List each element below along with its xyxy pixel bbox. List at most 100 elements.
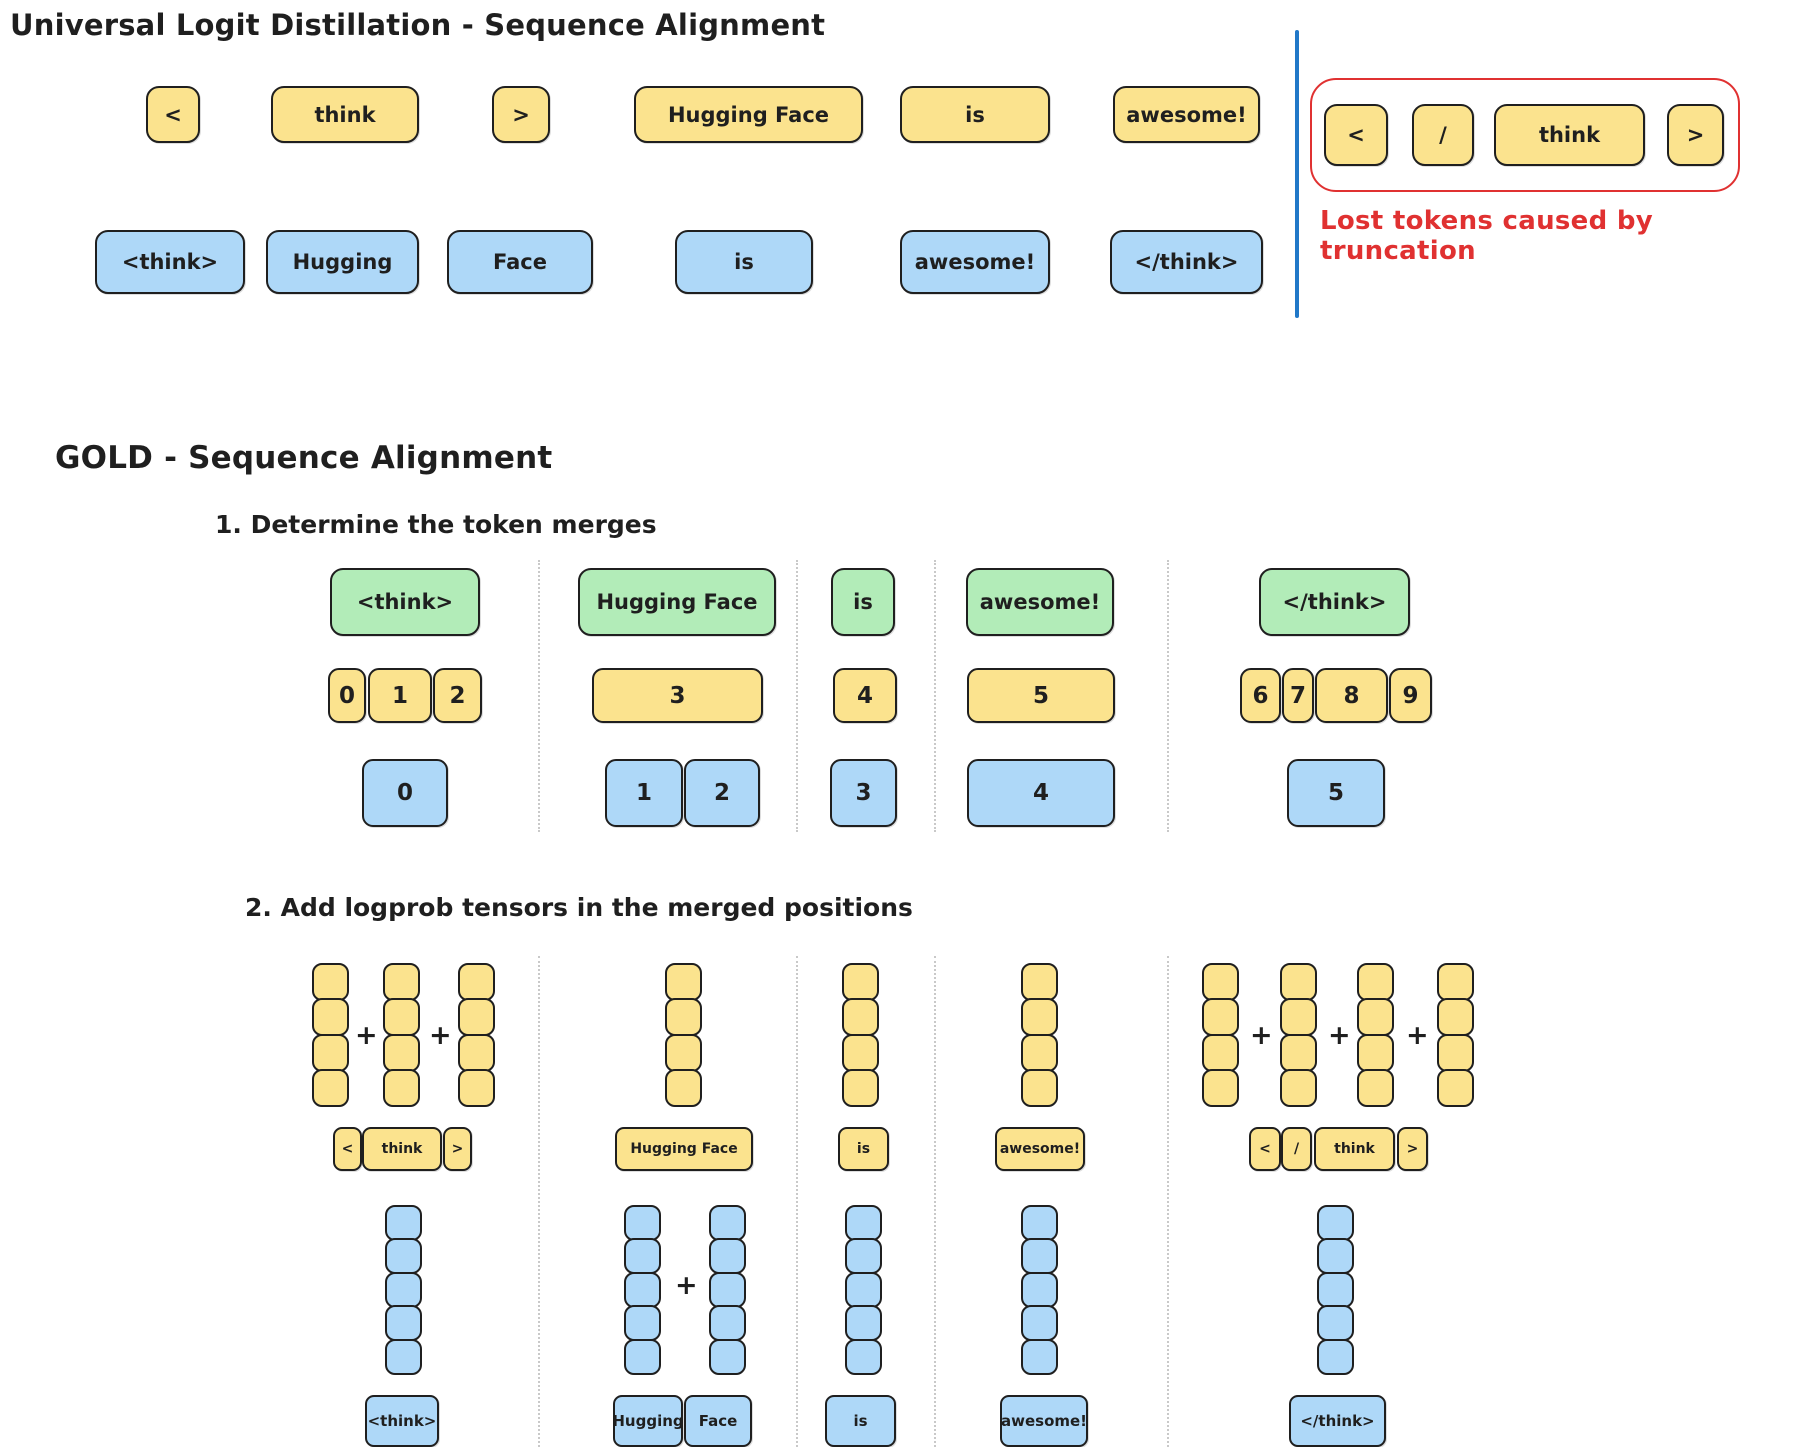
logprob-cell xyxy=(845,1205,882,1241)
logprob-cell xyxy=(1437,963,1474,1001)
teacher-token-label: / xyxy=(1281,1127,1312,1171)
student-token: <think> xyxy=(95,230,245,294)
student-token-label: <think> xyxy=(365,1395,439,1447)
lost-tokens-outline xyxy=(1310,78,1740,192)
logprob-cell xyxy=(383,998,420,1037)
teacher-token-id: 4 xyxy=(833,668,897,723)
student-token-label: Hugging xyxy=(612,1395,684,1447)
teacher-token-id: 9 xyxy=(1389,668,1432,723)
teacher-token: > xyxy=(492,86,550,143)
student-token-id: 3 xyxy=(830,759,897,827)
teacher-logprob-stack xyxy=(458,963,495,1108)
logprob-cell xyxy=(709,1205,746,1241)
lost-token: > xyxy=(1667,104,1724,166)
logprob-cell xyxy=(1437,1069,1474,1108)
student-logprob-stack xyxy=(624,1205,661,1375)
teacher-token-label: Hugging Face xyxy=(615,1127,753,1171)
student-token: awesome! xyxy=(900,230,1050,294)
logprob-cell xyxy=(312,1069,349,1108)
logprob-cell xyxy=(1202,1069,1239,1108)
logprob-cell xyxy=(709,1305,746,1342)
logprob-cell xyxy=(665,1033,702,1072)
logprob-cell xyxy=(1021,998,1058,1037)
logprob-cell xyxy=(709,1338,746,1375)
teacher-token: Hugging Face xyxy=(634,86,863,143)
logprob-cell xyxy=(1202,963,1239,1001)
uld-section-title: Universal Logit Distillation - Sequence … xyxy=(10,8,826,42)
logprob-cell xyxy=(1021,1205,1058,1241)
logprob-cell xyxy=(383,963,420,1001)
logprob-cell xyxy=(842,963,879,1001)
student-logprob-stack xyxy=(845,1205,882,1375)
gold-section-title: GOLD - Sequence Alignment xyxy=(55,440,553,476)
teacher-token-label: think xyxy=(362,1127,442,1171)
logprob-cell xyxy=(665,1069,702,1108)
logprob-cell xyxy=(385,1238,422,1275)
teacher-logprob-stack xyxy=(383,963,420,1108)
student-token: </think> xyxy=(1110,230,1263,294)
logprob-cell xyxy=(842,1069,879,1108)
step1-title: 1. Determine the token merges xyxy=(215,510,657,539)
logprob-cell xyxy=(458,1033,495,1072)
teacher-token-label: think xyxy=(1314,1127,1395,1171)
student-token-label: </think> xyxy=(1289,1395,1386,1447)
teacher-token-label: < xyxy=(1249,1127,1281,1171)
teacher-token-id: 7 xyxy=(1282,668,1314,723)
logprob-cell xyxy=(458,1069,495,1108)
teacher-logprob-stack xyxy=(1021,963,1058,1108)
teacher-logprob-stack xyxy=(842,963,879,1108)
logprob-cell xyxy=(1357,1033,1394,1072)
logprob-cell xyxy=(1357,998,1394,1037)
teacher-logprob-stack xyxy=(1437,963,1474,1108)
logprob-cell xyxy=(1202,998,1239,1037)
logprob-cell xyxy=(1317,1305,1354,1342)
logprob-cell xyxy=(385,1271,422,1308)
student-token-id: 4 xyxy=(967,759,1115,827)
teacher-logprob-stack xyxy=(1280,963,1317,1108)
student-logprob-stack xyxy=(709,1205,746,1375)
logprob-cell xyxy=(842,998,879,1037)
teacher-token-label: > xyxy=(1397,1127,1428,1171)
student-token-id: 0 xyxy=(362,759,448,827)
teacher-logprob-stack xyxy=(312,963,349,1108)
logprob-cell xyxy=(458,963,495,1001)
logprob-cell xyxy=(312,963,349,1001)
logprob-cell xyxy=(1021,1238,1058,1275)
teacher-token-id: 8 xyxy=(1315,668,1388,723)
teacher-token: is xyxy=(900,86,1050,143)
logprob-cell xyxy=(842,1033,879,1072)
merged-token: Hugging Face xyxy=(578,568,776,636)
logprob-cell xyxy=(1357,1069,1394,1108)
plus-sign: + xyxy=(429,1020,452,1051)
logprob-cell xyxy=(624,1271,661,1308)
logprob-cell xyxy=(665,963,702,1001)
logprob-cell xyxy=(385,1338,422,1375)
student-token-label: is xyxy=(825,1395,896,1447)
logprob-cell xyxy=(624,1305,661,1342)
merge-column-separator xyxy=(934,956,936,1447)
merge-column-separator xyxy=(934,560,936,832)
logprob-cell xyxy=(1021,1033,1058,1072)
logprob-cell xyxy=(1021,963,1058,1001)
teacher-token-label: awesome! xyxy=(995,1127,1085,1171)
logprob-cell xyxy=(845,1271,882,1308)
merge-column-separator xyxy=(538,956,540,1447)
logprob-cell xyxy=(845,1338,882,1375)
logprob-cell xyxy=(458,998,495,1037)
logprob-cell xyxy=(665,998,702,1037)
student-token-id: 2 xyxy=(684,759,760,827)
plus-sign: + xyxy=(355,1020,378,1051)
teacher-token-id: 0 xyxy=(328,668,366,723)
logprob-cell xyxy=(624,1205,661,1241)
logprob-cell xyxy=(1280,963,1317,1001)
student-logprob-stack xyxy=(385,1205,422,1375)
logprob-cell xyxy=(1021,1338,1058,1375)
logprob-cell xyxy=(1021,1271,1058,1308)
truncation-divider-line xyxy=(1295,30,1299,318)
student-logprob-stack xyxy=(1021,1205,1058,1375)
teacher-token-id: 5 xyxy=(967,668,1115,723)
logprob-cell xyxy=(1280,998,1317,1037)
logprob-cell xyxy=(383,1069,420,1108)
plus-sign: + xyxy=(1250,1020,1273,1051)
